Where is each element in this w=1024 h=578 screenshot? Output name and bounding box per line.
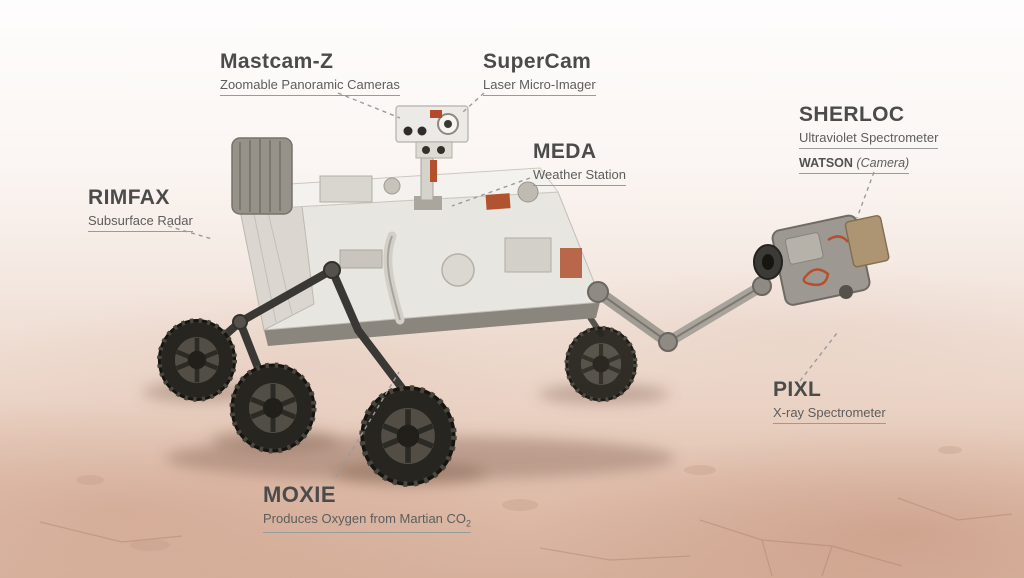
terrain-pebbles <box>76 446 962 551</box>
label-moxie: MOXIE Produces Oxygen from Martian CO2 <box>263 482 472 533</box>
sherloc-subtitle: Ultraviolet Spectrometer <box>799 130 939 149</box>
leader-pixl <box>799 332 838 382</box>
leader-meda <box>451 177 531 207</box>
rimfax-title: RIMFAX <box>88 186 170 209</box>
meda-title: MEDA <box>533 140 597 163</box>
moxie-subtitle: Produces Oxygen from Martian CO2 <box>263 511 472 533</box>
mastcam-z-subtitle: Zoomable Panoramic Cameras <box>220 77 400 96</box>
mastcam-z-title: Mastcam-Z <box>220 50 334 73</box>
rimfax-subtitle: Subsurface Radar <box>88 213 193 232</box>
rover-arm <box>587 214 890 352</box>
leader-lines <box>167 92 875 478</box>
leader-supercam <box>462 92 485 113</box>
moxie-title: MOXIE <box>263 482 336 507</box>
label-rimfax: RIMFAX Subsurface Radar <box>88 186 193 232</box>
sherloc-title: SHERLOC <box>799 103 905 126</box>
watson-note: (Camera) <box>856 156 910 170</box>
label-supercam: SuperCam Laser Micro-Imager <box>483 50 596 96</box>
leader-mastcam <box>337 92 401 119</box>
rover-body <box>231 137 603 346</box>
watson-name: WATSON <box>799 156 853 170</box>
pixl-subtitle: X-ray Spectrometer <box>773 405 886 424</box>
sherloc-watson-line: WATSON (Camera) <box>799 156 910 174</box>
moxie-subscript: 2 <box>466 518 472 529</box>
supercam-title: SuperCam <box>483 50 592 73</box>
leader-sherloc <box>856 171 875 219</box>
label-sherloc: SHERLOC Ultraviolet Spectrometer WATSON … <box>799 103 939 174</box>
moxie-subtitle-text: Produces Oxygen from Martian CO <box>263 511 467 526</box>
terrain-cracks <box>39 497 1013 577</box>
label-pixl: PIXL X-ray Spectrometer <box>773 378 886 424</box>
pixl-title: PIXL <box>773 378 822 401</box>
rover-mast <box>395 105 469 210</box>
label-mastcam-z: Mastcam-Z Zoomable Panoramic Cameras <box>220 50 400 96</box>
label-meda: MEDA Weather Station <box>533 140 626 186</box>
supercam-subtitle: Laser Micro-Imager <box>483 77 596 96</box>
meda-subtitle: Weather Station <box>533 167 626 186</box>
